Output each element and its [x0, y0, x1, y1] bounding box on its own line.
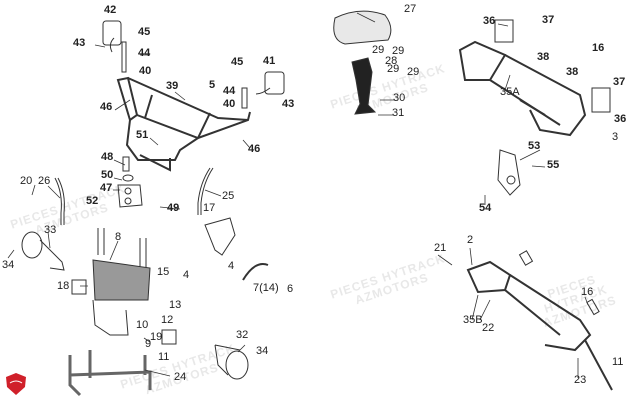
part-label: 55 — [547, 159, 560, 171]
part-label: 51 — [136, 129, 149, 141]
part-label: 37 — [542, 14, 555, 26]
rear-rack-35a — [458, 19, 611, 137]
part-label: 48 — [101, 151, 114, 163]
wire-harness — [242, 263, 269, 281]
leader-lines — [7, 12, 589, 378]
part-label: 53 — [528, 140, 541, 152]
part-label: 13 — [169, 299, 182, 311]
plate-19 — [161, 329, 177, 345]
part-label: 30 — [393, 92, 406, 104]
bracket — [117, 156, 143, 208]
part-label: 46 — [248, 143, 261, 155]
part-label: 43 — [73, 37, 86, 49]
part-label: 28 — [385, 55, 398, 67]
mirror-left — [102, 20, 127, 73]
part-label: 32 — [236, 329, 249, 341]
front-bumper — [68, 350, 152, 397]
part-label: 45 — [138, 26, 151, 38]
part-label: 18 — [57, 280, 70, 292]
part-label: 36 — [483, 15, 496, 27]
part-label: 47 — [100, 182, 113, 194]
mirror-right — [241, 71, 285, 109]
part-label: 29 — [392, 45, 405, 57]
part-label: 6 — [287, 283, 294, 295]
headlight-cover-32 — [214, 344, 249, 380]
part-label: 50 — [101, 169, 114, 181]
part-label: 39 — [166, 80, 179, 92]
part-label: 29 — [372, 44, 385, 56]
part-label: 16 — [592, 42, 605, 54]
part-label: 12 — [161, 314, 174, 326]
part-label: 5 — [209, 79, 216, 91]
part-label: 21 — [434, 242, 447, 254]
seat-support — [351, 57, 377, 115]
part-label: 17 — [203, 202, 216, 214]
part-label: 33 — [44, 224, 57, 236]
part-label: 40 — [223, 98, 236, 110]
part-label: 9 — [145, 338, 152, 350]
part-label: 26 — [38, 175, 51, 187]
cable-25 — [197, 167, 214, 215]
part-label: 29 — [407, 66, 420, 78]
brand-logo-icon — [6, 373, 26, 395]
plate-53 — [497, 149, 521, 196]
part-label: 52 — [86, 195, 99, 207]
part-label: 44 — [138, 47, 151, 59]
part-label: 23 — [574, 374, 587, 386]
part-label: 54 — [479, 202, 492, 214]
front-rack-frame — [116, 76, 251, 172]
part-label: 43 — [282, 98, 295, 110]
front-grille — [92, 228, 151, 336]
rear-rack-35b — [466, 250, 613, 391]
part-label: 3 — [612, 131, 619, 143]
part-label: 46 — [100, 101, 113, 113]
part-label: 11 — [158, 351, 170, 363]
part-label: 25 — [222, 190, 235, 202]
part-label: 34 — [2, 259, 15, 271]
part-label: 22 — [482, 322, 495, 334]
part-label: 31 — [392, 107, 405, 119]
part-label: 16 — [581, 286, 594, 298]
part-label: 45 — [231, 56, 244, 68]
part-label: 29 — [387, 63, 400, 75]
part-label: 20 — [20, 175, 33, 187]
part-label: 36 — [614, 113, 627, 125]
headlight-cover-33 — [21, 231, 65, 271]
seat — [333, 10, 392, 45]
part-label: 40 — [139, 65, 152, 77]
cable-26 — [54, 177, 65, 225]
part-label: 15 — [157, 266, 170, 278]
part-label: 4 — [183, 269, 190, 281]
part-label: 41 — [263, 55, 276, 67]
part-label: 38 — [566, 66, 579, 78]
part-label: 35A — [500, 86, 520, 98]
part-label: 4 — [228, 260, 235, 272]
part-label: 35B — [463, 314, 483, 326]
part-label: 8 — [115, 231, 122, 243]
part-label: 42 — [104, 4, 117, 16]
part-label: 7(14) — [253, 282, 279, 294]
part-label: 37 — [613, 76, 626, 88]
part-label: 2 — [467, 234, 474, 246]
part-label: 44 — [223, 85, 236, 97]
part-label: 24 — [174, 371, 187, 383]
part-label: 38 — [537, 51, 550, 63]
part-label: 27 — [404, 3, 417, 15]
part-label: 10 — [136, 319, 149, 331]
plate-18 — [71, 279, 87, 295]
part-label: 49 — [167, 202, 180, 214]
part-label: 11 — [612, 356, 624, 368]
part-label: 19 — [150, 331, 163, 343]
fender-17 — [204, 217, 236, 256]
part-label: 34 — [256, 345, 269, 357]
